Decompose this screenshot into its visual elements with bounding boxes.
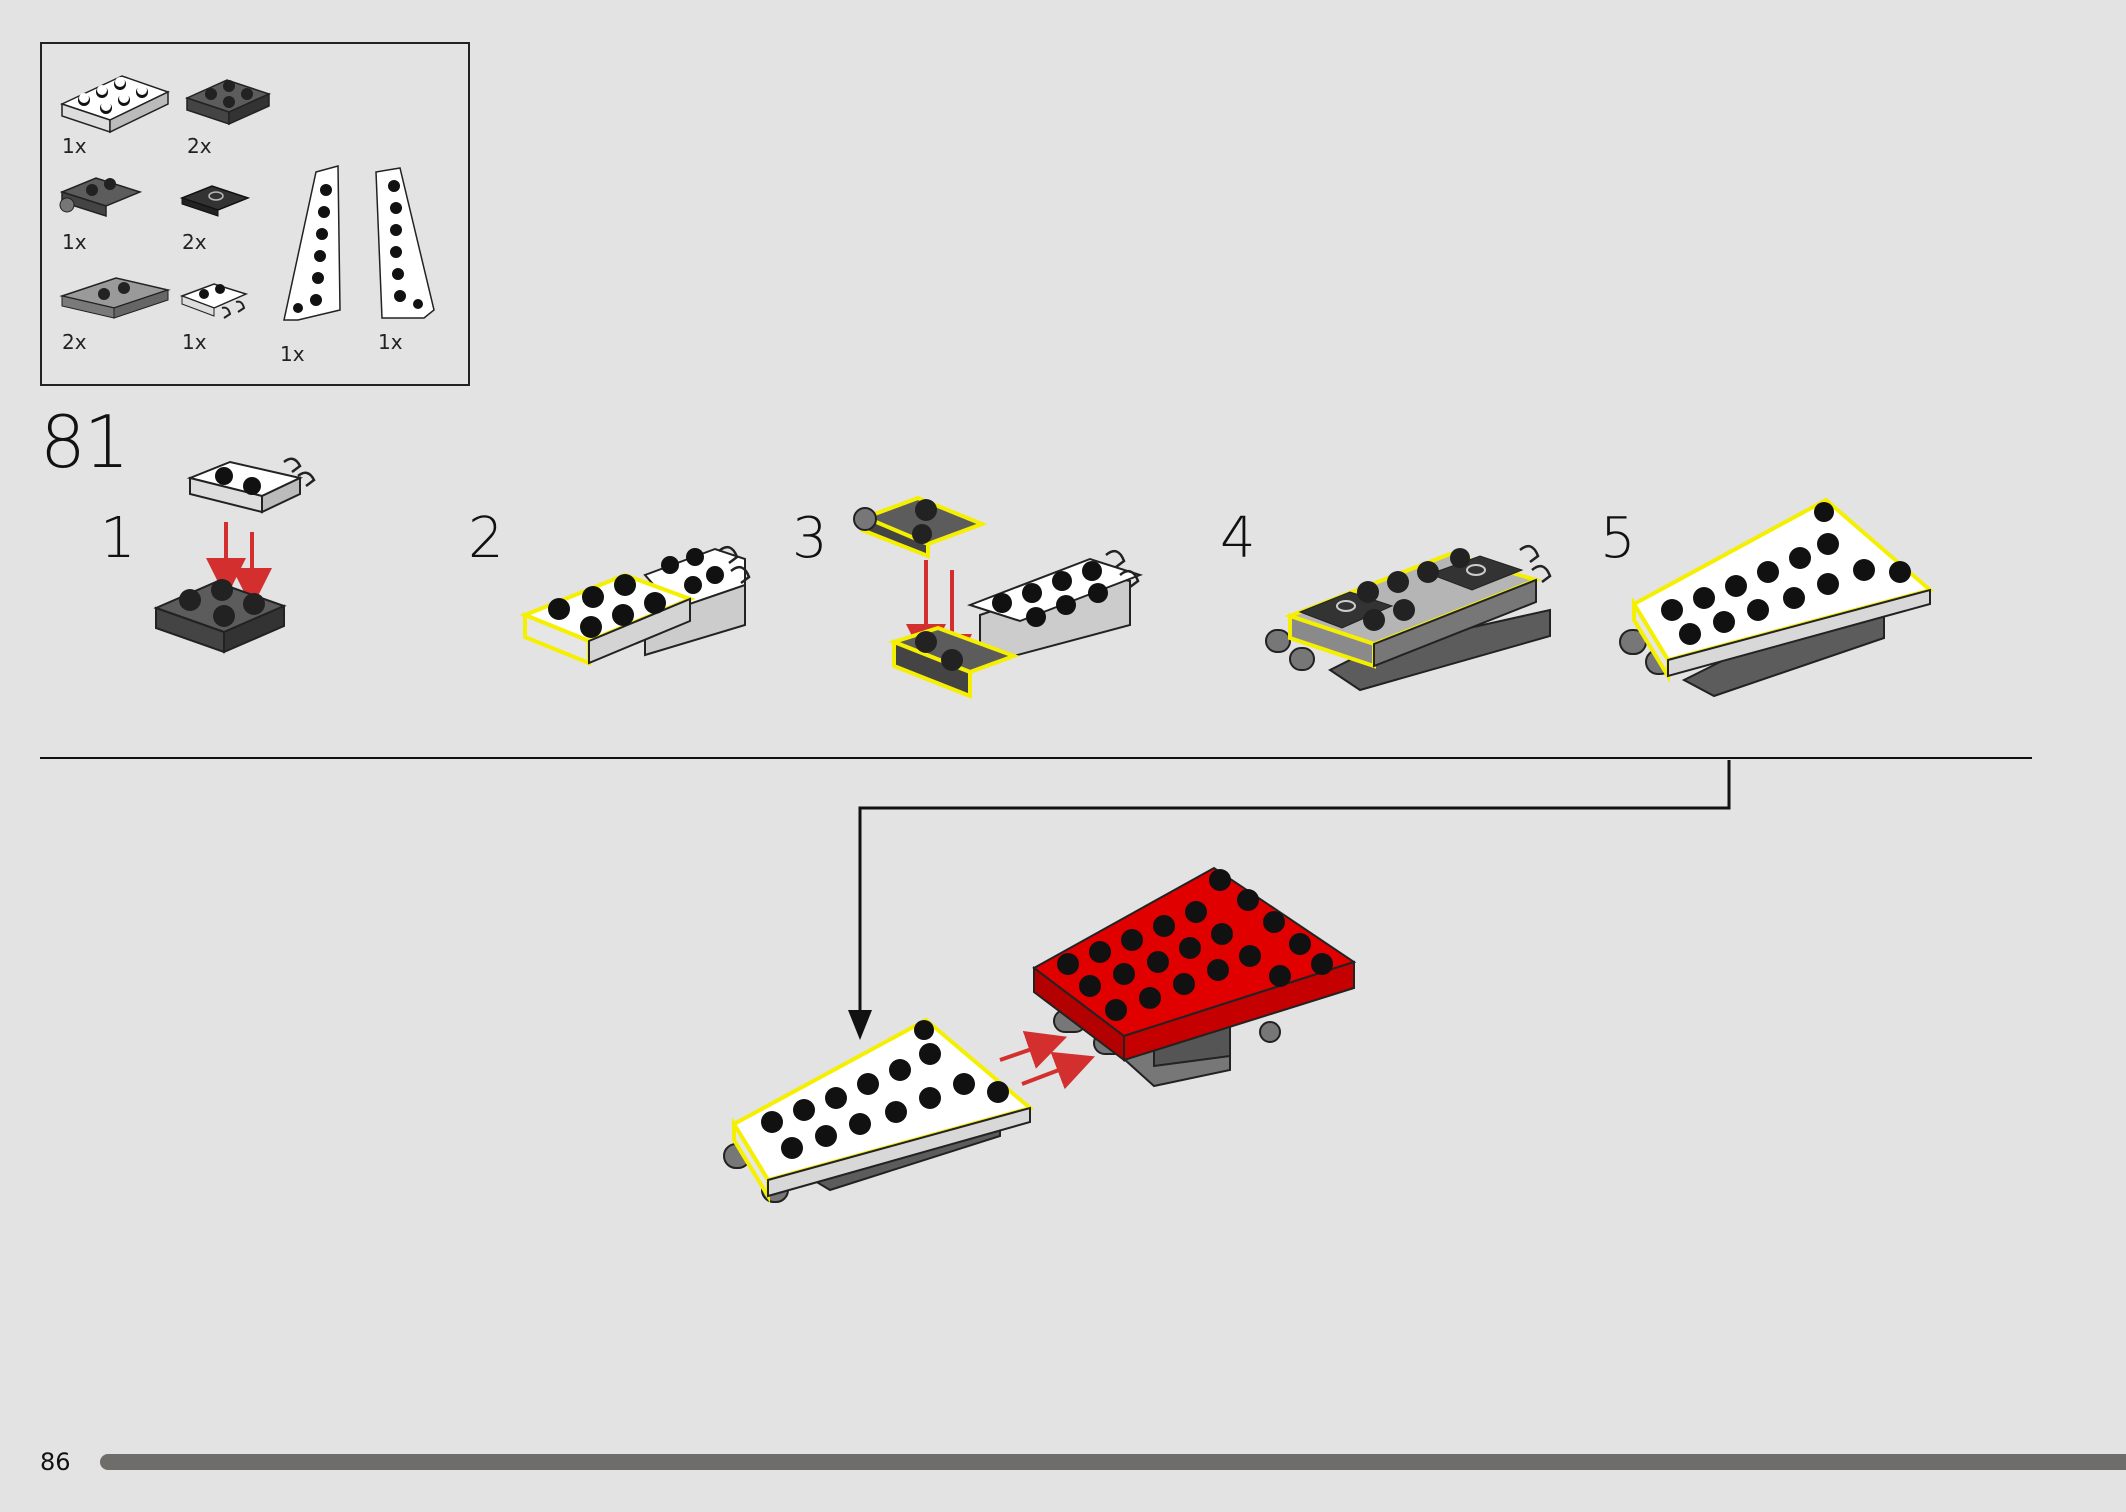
substep-4-illustration: [1265, 544, 1552, 692]
substep-label: 2: [468, 506, 504, 571]
progress-bar: [100, 1454, 2126, 1470]
part-qty: 2x: [182, 230, 207, 254]
part-clip-plate-icon: [179, 283, 249, 319]
part-wedge-right-icon: [375, 167, 435, 319]
red-arrow: [999, 1030, 1068, 1069]
part-jumper-plate-icon: [59, 277, 171, 319]
red-arrow: [1021, 1051, 1095, 1090]
substep-label: 3: [792, 506, 828, 571]
section-divider: [40, 757, 2032, 759]
substep-5-illustration: [1619, 497, 1935, 698]
substep-1-illustration: [153, 457, 316, 654]
connector-arrowhead: [848, 1010, 872, 1040]
part-qty: 1x: [378, 330, 403, 354]
substep-3-illustration: [853, 495, 1144, 699]
substep-label: 1: [100, 506, 136, 571]
part-black-tile-icon: [179, 185, 251, 217]
connector-line: [858, 760, 1731, 1020]
part-qty: 1x: [182, 330, 207, 354]
part-white-plate-icon: [59, 75, 170, 134]
part-dark-grey-plate-icon: [184, 79, 272, 126]
parts-illustrations: [59, 75, 435, 321]
substep-label: 5: [1600, 506, 1636, 571]
page-number: 86: [40, 1448, 71, 1476]
substep-label: 4: [1220, 506, 1256, 571]
part-plate-with-bar-icon: [59, 177, 143, 218]
part-wedge-left-icon: [283, 165, 341, 321]
part-qty: 1x: [62, 134, 87, 158]
substep-2-illustration: [519, 545, 751, 666]
part-qty: 2x: [187, 134, 212, 158]
part-qty: 2x: [62, 330, 87, 354]
step-number: 81: [40, 400, 130, 484]
main-wedge-illustration: [723, 1017, 1035, 1204]
main-red-plate-illustration: [1032, 866, 1357, 1088]
part-qty: 1x: [280, 342, 305, 366]
parts-list-box: 1x 2x 1x 2x 2x 1x 1x 1x: [40, 42, 470, 386]
part-qty: 1x: [62, 230, 87, 254]
